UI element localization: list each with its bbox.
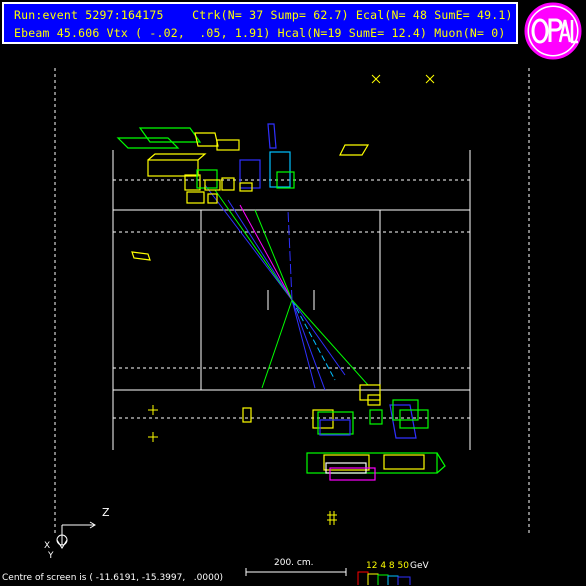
scale-bar [245, 568, 347, 576]
detector-frame [54, 68, 530, 533]
markers [148, 74, 435, 525]
scale-length-label: 200. cm. [274, 558, 314, 568]
axis-indicator [56, 521, 96, 549]
event-info-line-2: Ebeam 45.606 Vtx ( -.02, .05, 1.91) Hcal… [14, 26, 506, 40]
y-axis-label: Y [48, 551, 54, 561]
tracks [204, 184, 369, 391]
energy-scale [357, 571, 411, 585]
energy-scale-unit: GeV [410, 561, 429, 571]
energy-scale-values: 12 4 8 50 [366, 561, 409, 571]
event-info-header: Run:event 5297:164175 Ctrk(N= 37 Sump= 6… [2, 2, 518, 44]
x-axis-label: X [44, 541, 51, 551]
opal-logo [524, 2, 582, 60]
event-info-line-1: Run:event 5297:164175 Ctrk(N= 37 Sump= 6… [14, 8, 513, 22]
lower-clusters [242, 384, 446, 481]
z-axis-label: Z [102, 506, 110, 519]
screen-centre-label: Centre of screen is ( -11.6191, -15.3997… [2, 573, 224, 583]
upper-clusters [116, 123, 370, 261]
